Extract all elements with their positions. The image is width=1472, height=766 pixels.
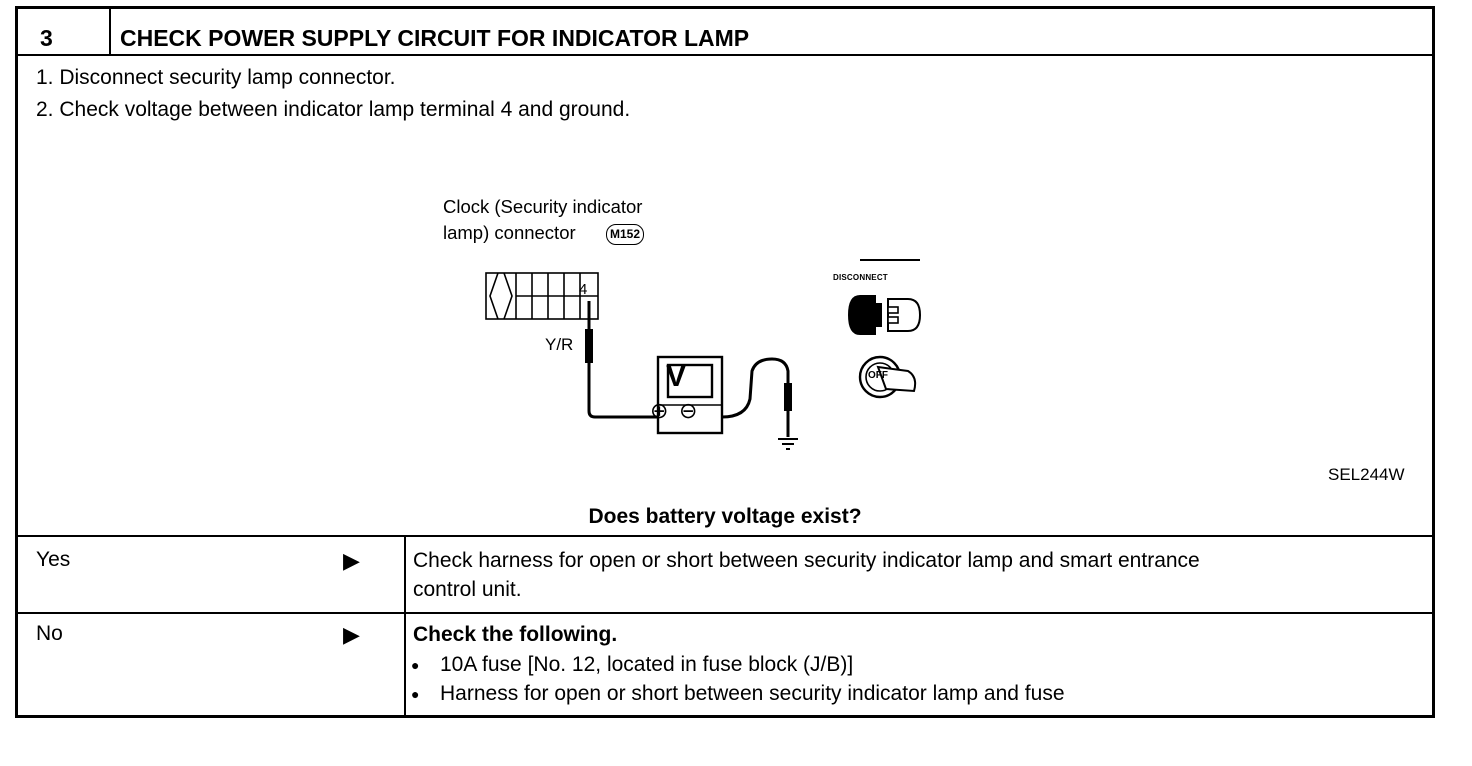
yes-action-line2: control unit.: [413, 578, 522, 601]
ts-tester-icon: [860, 259, 920, 261]
positive-probe-icon: [585, 301, 593, 363]
no-action-heading: Check the following.: [413, 623, 618, 646]
step-title: CHECK POWER SUPPLY CIRCUIT FOR INDICATOR…: [120, 25, 750, 51]
step-number-divider: [109, 9, 111, 55]
positive-lead-wire: [587, 363, 658, 419]
bullet-icon: ●: [411, 657, 420, 673]
connector-label-line2: lamp) connector: [443, 222, 576, 243]
key-off-label: OFF: [868, 370, 888, 381]
connector-icon: [485, 272, 599, 320]
no-arrow-icon: ▶: [343, 622, 360, 647]
question: Does battery voltage exist?: [588, 505, 862, 528]
voltage-check-diagram: [485, 259, 922, 450]
wire-color-label: Y/R: [545, 335, 574, 354]
negative-probe-icon: [784, 383, 792, 437]
ground-icon: [778, 438, 798, 450]
yes-no-divider: [18, 612, 1432, 614]
terminal-number: 4: [579, 281, 588, 298]
voltmeter-letter: V: [666, 360, 687, 393]
question-divider: [18, 535, 1432, 537]
instruction-2: 2. Check voltage between indicator lamp …: [36, 98, 631, 121]
yes-action-line1: Check harness for open or short between …: [413, 549, 1200, 572]
answer-column-divider: [404, 536, 406, 718]
disconnect-label: DISCONNECT: [833, 273, 888, 282]
procedure-table: 3 CHECK POWER SUPPLY CIRCUIT FOR INDICAT…: [15, 6, 1435, 718]
step-number: 3: [40, 25, 53, 51]
connector-id: M152: [610, 227, 641, 241]
no-label: No: [36, 622, 63, 645]
voltmeter-minus-terminal: ⊖: [679, 398, 698, 423]
ignition-key-off-icon: [858, 355, 917, 399]
no-check-item-2: Harness for open or short between securi…: [440, 682, 1065, 705]
negative-lead-wire: [721, 357, 790, 419]
disconnect-connector-icon: [848, 295, 922, 335]
figure-code: SEL244W: [1328, 465, 1405, 484]
header-divider: [18, 54, 1432, 56]
no-check-item-1: 10A fuse [No. 12, located in fuse block …: [440, 653, 854, 676]
instruction-1: 1. Disconnect security lamp connector.: [36, 66, 396, 89]
yes-label: Yes: [36, 548, 71, 571]
voltmeter-plus-terminal: ⊕: [650, 398, 669, 423]
voltmeter-icon: [656, 355, 724, 435]
yes-arrow-icon: ▶: [343, 548, 360, 573]
ts-label: T.S.: [882, 238, 901, 250]
bullet-icon: ●: [411, 686, 420, 702]
connector-id-badge: M152: [606, 224, 645, 245]
connector-label-line1: Clock (Security indicator: [443, 196, 643, 217]
